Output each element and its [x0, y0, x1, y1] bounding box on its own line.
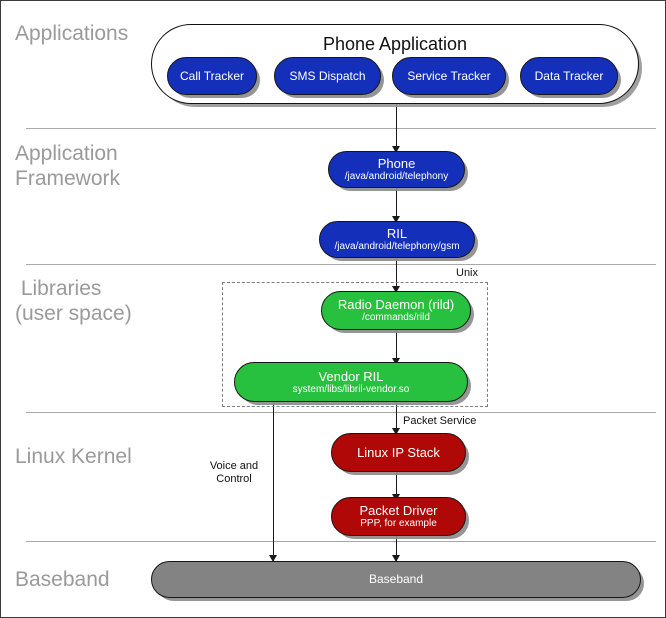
arrowhead-voice-to-baseband	[269, 555, 277, 562]
node-vendor-ril[interactable]: Vendor RIL system/libs/libril-vendor.so	[234, 362, 468, 402]
band-label-linux-kernel: Linux Kernel	[15, 445, 132, 468]
node-baseband[interactable]: Baseband	[151, 561, 641, 598]
node-packet-driver-title: Packet Driver	[359, 503, 438, 518]
node-service-tracker[interactable]: Service Tracker	[392, 57, 506, 95]
divider-linux-kernel	[26, 541, 656, 542]
arrowhead-phone-to-ril	[392, 216, 400, 223]
connector-rild-to-vendor-ril	[396, 330, 397, 363]
node-phone-title: Phone	[377, 156, 416, 171]
node-ril-title: RIL	[386, 226, 408, 241]
node-radio-daemon-title: Radio Daemon (rild)	[337, 297, 455, 312]
node-sms-dispatch[interactable]: SMS Dispatch	[274, 57, 381, 95]
node-sms-dispatch-label: SMS Dispatch	[289, 68, 366, 83]
divider-libraries	[26, 412, 656, 413]
node-packet-driver-subtitle: PPP, for example	[360, 518, 437, 529]
connector-apps-to-phone	[396, 104, 397, 149]
node-phone[interactable]: Phone /java/android/telephony	[328, 151, 465, 188]
group-unix	[222, 282, 488, 407]
connector-ril-to-rild	[396, 258, 397, 291]
arrowhead-vendor-ril-to-ip-stack	[392, 428, 400, 435]
node-vendor-ril-subtitle: system/libs/libril-vendor.so	[292, 383, 410, 395]
node-call-tracker-label: Call Tracker	[179, 68, 244, 83]
band-label-libraries: Libraries (user space)	[15, 277, 132, 325]
node-linux-ip-stack-title: Linux IP Stack	[357, 445, 440, 460]
node-service-tracker-label: Service Tracker	[407, 68, 491, 83]
node-linux-ip-stack[interactable]: Linux IP Stack	[331, 433, 466, 472]
connector-vendor-ril-to-ip-stack	[396, 401, 397, 433]
node-phone-subtitle: /java/android/telephony	[344, 171, 449, 182]
group-unix-label: Unix	[456, 267, 479, 279]
node-ril[interactable]: RIL /java/android/telephony/gsm	[319, 221, 475, 258]
node-data-tracker-label: Data Tracker	[534, 68, 604, 83]
band-label-baseband: Baseband	[15, 568, 110, 591]
edge-label-packet-service: Packet Service	[403, 415, 477, 427]
connector-phone-to-ril	[396, 187, 397, 221]
edge-label-voice-and-control: Voice and Control	[209, 460, 259, 485]
band-label-applications: Applications	[15, 22, 129, 45]
node-baseband-title: Baseband	[368, 572, 424, 586]
node-radio-daemon[interactable]: Radio Daemon (rild) /commands/rild	[321, 291, 471, 330]
band-label-application-framework: Application Framework	[15, 142, 121, 190]
phone-application-title: Phone Application	[322, 34, 468, 54]
divider-application-framework	[26, 264, 656, 265]
connector-vendor-ril-to-baseband-voice	[273, 401, 274, 561]
node-call-tracker[interactable]: Call Tracker	[167, 57, 257, 95]
node-ril-subtitle: /java/android/telephony/gsm	[334, 241, 460, 252]
node-data-tracker[interactable]: Data Tracker	[520, 57, 618, 95]
arrowhead-ril-to-rild	[392, 286, 400, 293]
arrowhead-apps-to-phone	[392, 146, 400, 153]
arrowhead-packet-driver-to-baseband	[392, 555, 400, 562]
connector-ip-stack-to-packet-driver	[396, 471, 397, 499]
connector-packet-driver-to-baseband	[396, 535, 397, 561]
node-vendor-ril-title: Vendor RIL	[318, 368, 384, 384]
node-radio-daemon-subtitle: /commands/rild	[362, 312, 430, 323]
divider-applications	[26, 128, 656, 129]
node-packet-driver[interactable]: Packet Driver PPP, for example	[331, 497, 466, 536]
